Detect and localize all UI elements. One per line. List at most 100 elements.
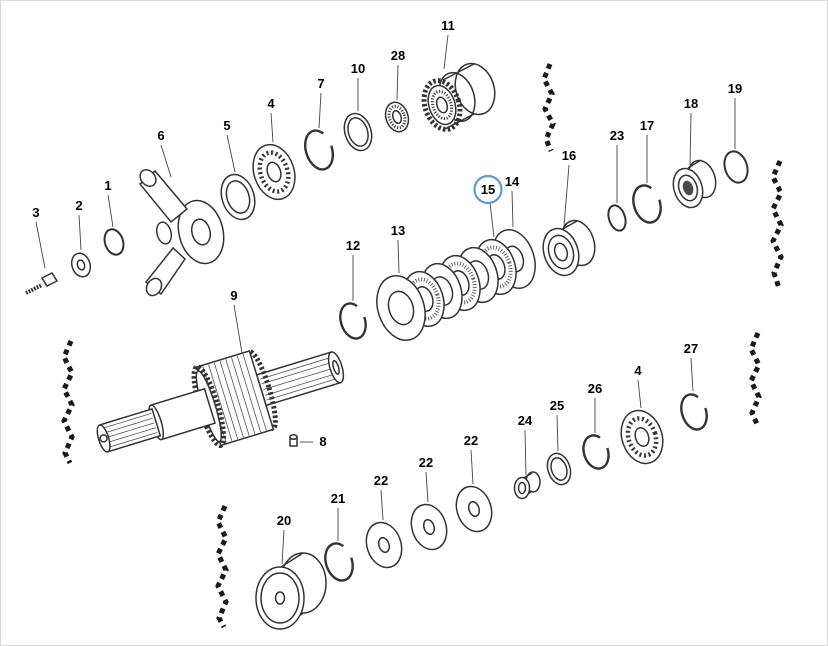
callout-23[interactable]: 23 [610,128,624,203]
leader-line [78,214,82,251]
part-22c-washer [455,485,493,533]
leader-line [380,489,384,521]
callout-17-label: 17 [640,118,654,133]
part-8-plug [289,434,298,447]
callout-5[interactable]: 5 [223,118,236,173]
callout-8-label: 8 [319,434,326,449]
leader-line [226,134,236,173]
leader-line [397,239,400,274]
callout-25[interactable]: 25 [550,398,564,452]
callout-15[interactable]: 15 [473,174,503,238]
callout-28[interactable]: 28 [391,48,405,101]
leader-line [556,414,559,452]
callout-3-label: 3 [32,205,39,220]
leader-line [690,357,694,392]
callout-16[interactable]: 16 [562,148,576,227]
callout-22c[interactable]: 22 [464,433,478,485]
part-6-yoke [138,169,225,297]
part-22b-washer [410,503,448,551]
callout-9-label: 9 [230,288,237,303]
part-16-hub [542,219,596,277]
callout-11[interactable]: 11 [441,18,455,70]
callout-7-label: 7 [317,76,324,91]
axis-break-bottom-left [215,504,229,629]
callout-1[interactable]: 1 [104,178,114,228]
callout-6[interactable]: 6 [157,128,172,178]
part-11-gear-coupling [421,62,496,132]
leader-line [270,112,274,143]
callout-25-label: 25 [550,398,564,413]
leader-line [689,112,692,167]
part-10-ring [343,112,373,152]
part-28-needle-bearing [384,101,410,133]
callout-4b-label: 4 [634,363,642,378]
callout-2-label: 2 [75,198,82,213]
callout-1-label: 1 [104,178,111,193]
axis-break-left [61,339,75,465]
callout-13[interactable]: 13 [391,223,405,274]
callout-24[interactable]: 24 [518,413,533,476]
callout-5-label: 5 [223,118,230,133]
callout-24-label: 24 [518,413,533,428]
callout-21[interactable]: 21 [331,491,345,541]
leader-line [637,379,642,409]
callout-4a[interactable]: 4 [267,96,275,143]
leader-line [511,190,514,228]
callout-3[interactable]: 3 [32,205,46,269]
callout-27-label: 27 [684,341,698,356]
callout-14-label: 14 [505,174,520,189]
callout-10[interactable]: 10 [351,61,365,111]
part-22a-washer [365,521,403,569]
callout-22a[interactable]: 22 [374,473,388,521]
callout-27[interactable]: 27 [684,341,698,392]
callout-13-label: 13 [391,223,405,238]
leader-line [35,221,46,269]
leader-line [489,202,495,238]
part-17-snap-ring [632,184,662,224]
callout-16-label: 16 [562,148,576,163]
leader-line [318,92,322,129]
callout-4b[interactable]: 4 [634,363,642,409]
callout-21-label: 21 [331,491,345,506]
callout-18[interactable]: 18 [684,96,698,167]
part-18-hub [672,159,717,209]
highlight-circle-15 [473,174,503,205]
callout-22a-label: 22 [374,473,388,488]
callout-19[interactable]: 19 [728,81,742,149]
part-12-snap-ring [339,302,367,340]
callout-2[interactable]: 2 [75,198,83,251]
part-20-drum [255,552,327,630]
callout-23-label: 23 [610,128,624,143]
part-13-disc [376,275,426,341]
part-7-snap-ring [303,129,335,171]
callout-20[interactable]: 20 [277,513,291,565]
callout-7[interactable]: 7 [317,76,325,129]
axis-break-bottom-right [748,331,762,426]
part-4b-bearing [620,409,664,465]
callout-19-label: 19 [728,81,742,96]
part-24-bushing [513,471,541,500]
axis-break-right [770,159,784,289]
callout-22c-label: 22 [464,433,478,448]
callout-17[interactable]: 17 [640,118,654,183]
callout-12[interactable]: 12 [346,238,360,301]
callout-26[interactable]: 26 [588,381,602,433]
callout-12-label: 12 [346,238,360,253]
callout-22b-label: 22 [419,455,433,470]
callout-9[interactable]: 9 [230,288,243,354]
part-3-bolt [25,272,59,295]
callout-18-label: 18 [684,96,698,111]
callout-8[interactable]: 8 [300,434,327,449]
part-23-ring [607,204,627,232]
leader-line [524,429,527,476]
leader-line [233,304,243,354]
callout-14[interactable]: 14 [505,174,520,228]
callout-22b[interactable]: 22 [419,455,433,503]
leader-line [107,194,114,228]
leader-line [425,471,429,503]
callout-11-label: 11 [441,18,455,33]
leader-line [563,164,570,227]
part-9-shaft [96,349,345,453]
part-5-seal-ring [220,173,256,221]
